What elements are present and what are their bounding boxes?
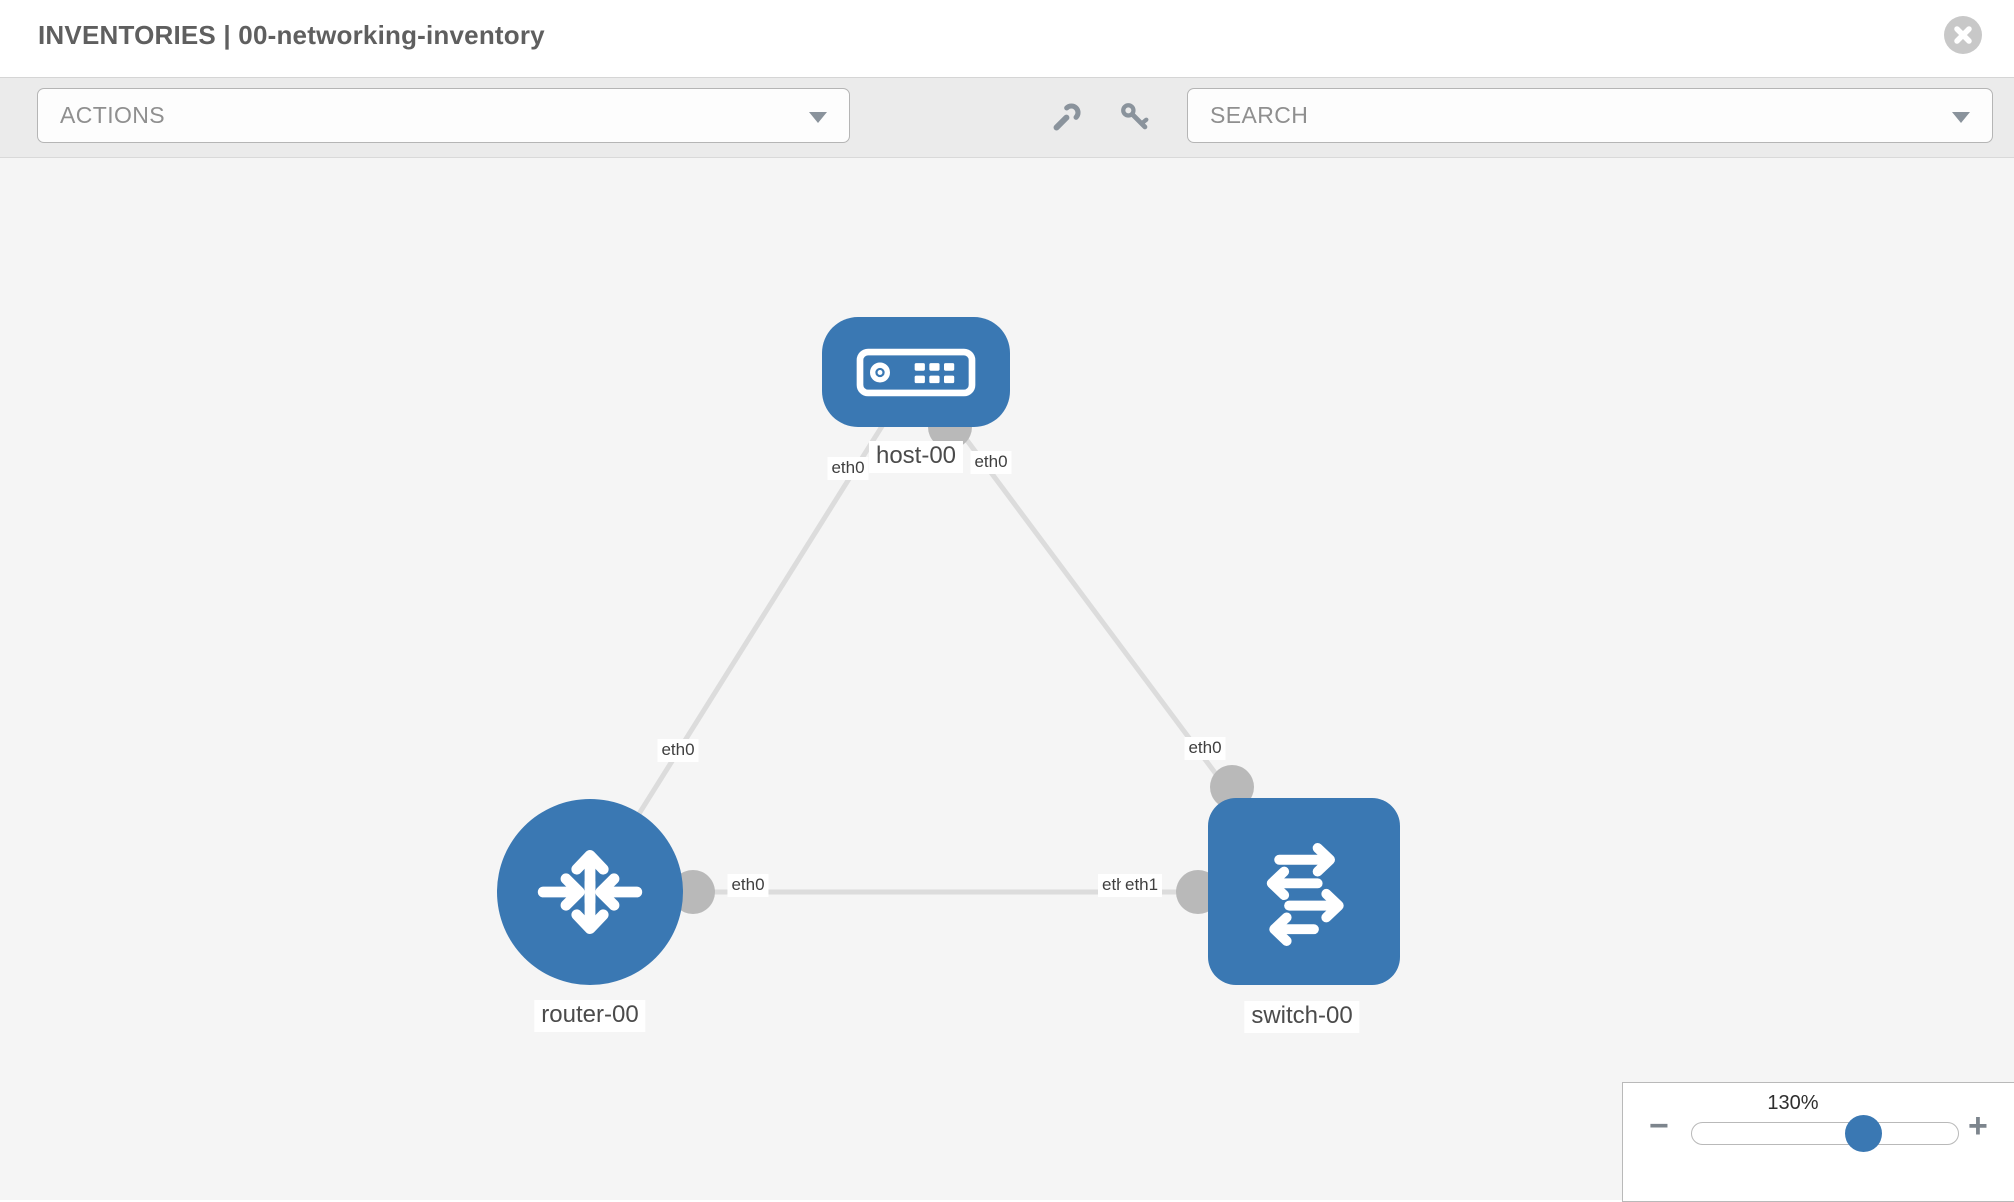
toolbar: ACTIONS SEARCH [0, 77, 2014, 158]
switch-icon [1266, 842, 1344, 946]
page-title: INVENTORIES | 00-networking-inventory [38, 20, 545, 50]
host-icon [856, 348, 976, 396]
close-button[interactable] [1944, 16, 1982, 54]
node-switch[interactable] [1208, 798, 1400, 985]
key-icon[interactable] [1118, 100, 1152, 134]
search-select-label: SEARCH [1210, 102, 1309, 128]
zoom-out-button[interactable]: − [1649, 1107, 1669, 1145]
chevron-down-icon [809, 112, 827, 123]
search-select[interactable]: SEARCH [1187, 88, 1993, 143]
zoom-level: 130% [1767, 1092, 1819, 1114]
node-label-host: host-00 [868, 441, 964, 473]
zoom-slider-thumb[interactable] [1845, 1115, 1882, 1152]
node-host[interactable] [822, 317, 1010, 427]
interface-label: eth0 [827, 457, 869, 480]
interface-label: eth0 [1184, 737, 1226, 760]
node-label-switch: switch-00 [1244, 1001, 1360, 1033]
interface-label: eth0 [727, 874, 769, 897]
zoom-panel: 130% − + [1622, 1082, 2014, 1202]
topology-canvas[interactable]: host-00 router-00 switch-00 eth0 eth0 et… [0, 158, 2014, 1200]
interface-label: eth1 [1121, 874, 1163, 897]
zoom-in-button[interactable]: + [1968, 1107, 1988, 1145]
actions-select-label: ACTIONS [60, 102, 166, 128]
header-bar: INVENTORIES | 00-networking-inventory [0, 0, 2014, 77]
router-icon [537, 850, 643, 934]
chevron-down-icon [1952, 112, 1970, 123]
links-layer [587, 370, 1307, 914]
wrench-icon[interactable] [1050, 100, 1084, 134]
node-router[interactable] [497, 799, 683, 985]
actions-select[interactable]: ACTIONS [37, 88, 850, 143]
close-icon [1954, 26, 1972, 44]
interface-label: eth0 [657, 739, 699, 762]
interface-label: eth0 [970, 451, 1012, 474]
node-label-router: router-00 [534, 1000, 646, 1032]
zoom-slider-track[interactable] [1691, 1122, 1959, 1145]
